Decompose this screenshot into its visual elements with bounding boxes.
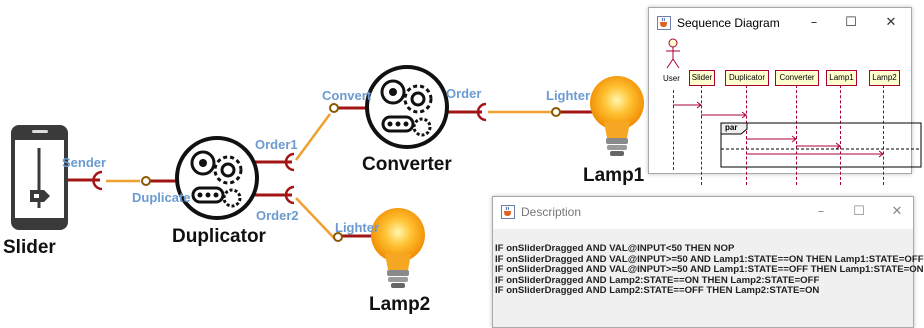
sequence-messages [673, 101, 922, 168]
lifeline-user [673, 90, 674, 170]
participant-lamp2: Lamp2 [869, 70, 900, 86]
lighter2-plug-icon[interactable] [333, 232, 343, 242]
maximize-button[interactable]: ☐ [845, 15, 857, 30]
lifeline-lamp1 [840, 85, 841, 185]
sequence-diagram-window[interactable]: Sequence Diagram – ☐ ✕ User Slider Dupli… [648, 7, 922, 185]
sequence-window-title: Sequence Diagram [677, 16, 780, 30]
node-label-slider: Slider [3, 237, 56, 258]
rule-line: IF onSliderDragged AND Lamp2:STATE==ON T… [495, 274, 820, 286]
order2-socket-icon[interactable] [284, 185, 295, 205]
order-socket-icon[interactable] [476, 102, 487, 122]
sender-socket-icon[interactable] [92, 170, 103, 191]
rule-line: IF onSliderDragged AND VAL@INPUT<50 THEN… [495, 243, 735, 254]
minimize-button[interactable]: – [810, 15, 818, 30]
description-window-titlebar[interactable]: Description – ☐ ✕ [493, 197, 913, 229]
lifeline-slider [701, 85, 702, 185]
port-label-order1: Order1 [255, 137, 298, 152]
convert-plug-icon[interactable] [329, 103, 339, 113]
lifeline-duplicator [746, 85, 747, 185]
participant-converter: Converter [775, 70, 819, 86]
duplicate-plug-icon[interactable] [141, 176, 151, 186]
port-label-sender: Sender [62, 155, 107, 170]
wire-order1-convert [294, 113, 332, 161]
user-actor-icon [666, 38, 680, 69]
component-diagram [11, 65, 644, 288]
sequence-window-titlebar[interactable]: Sequence Diagram – ☐ ✕ [649, 8, 911, 38]
participant-user: User [663, 74, 680, 83]
rule-line: IF onSliderDragged AND Lamp2:STATE==OFF … [495, 285, 820, 297]
java-cup-icon [657, 16, 671, 30]
rule-line: IF onSliderDragged AND VAL@INPUT>=50 AND… [495, 253, 924, 265]
wire-order2-lighter [295, 197, 335, 239]
lamp1-bulb-icon[interactable] [590, 76, 644, 156]
participant-slider: Slider [689, 70, 715, 86]
description-window-title: Description [521, 205, 582, 219]
node-label-lamp2: Lamp2 [369, 294, 431, 315]
close-button[interactable]: ✕ [891, 204, 903, 219]
lighter1-plug-icon[interactable] [551, 107, 561, 117]
ports [92, 102, 561, 242]
port-label-order: Order [446, 86, 482, 101]
port-label-lighter-lamp1: Lighter [546, 88, 591, 103]
lifeline-converter [796, 85, 797, 185]
order1-socket-icon[interactable] [284, 152, 295, 172]
participant-duplicator: Duplicator [725, 70, 769, 86]
node-label-lamp1: Lamp1 [583, 165, 645, 186]
node-label-duplicator: Duplicator [172, 226, 266, 247]
lamp2-bulb-icon[interactable] [371, 208, 425, 288]
maximize-button[interactable]: ☐ [853, 204, 865, 219]
description-window[interactable]: Description – ☐ ✕ IF onSliderDragged AND… [492, 196, 924, 328]
port-label-duplicate: Duplicate [132, 190, 191, 205]
java-cup-icon [501, 205, 515, 219]
slider-phone-icon[interactable] [11, 125, 68, 230]
port-label-convert: Convert [322, 88, 372, 103]
close-button[interactable]: ✕ [885, 15, 897, 30]
port-label-order2: Order2 [256, 208, 299, 223]
rules-text-area[interactable]: IF onSliderDragged AND VAL@INPUT<50 THEN… [495, 243, 924, 297]
rule-line: IF onSliderDragged AND VAL@INPUT>=50 AND… [495, 264, 924, 276]
node-label-converter: Converter [362, 154, 452, 175]
converter-gears-icon[interactable] [365, 65, 449, 149]
duplicator-gears-icon[interactable] [175, 136, 259, 220]
minimize-button[interactable]: – [817, 204, 825, 219]
fragment-label: par [725, 123, 738, 132]
participant-lamp1: Lamp1 [826, 70, 857, 86]
lifeline-lamp2 [883, 85, 884, 185]
port-label-lighter-lamp2: Lighter [335, 220, 380, 235]
